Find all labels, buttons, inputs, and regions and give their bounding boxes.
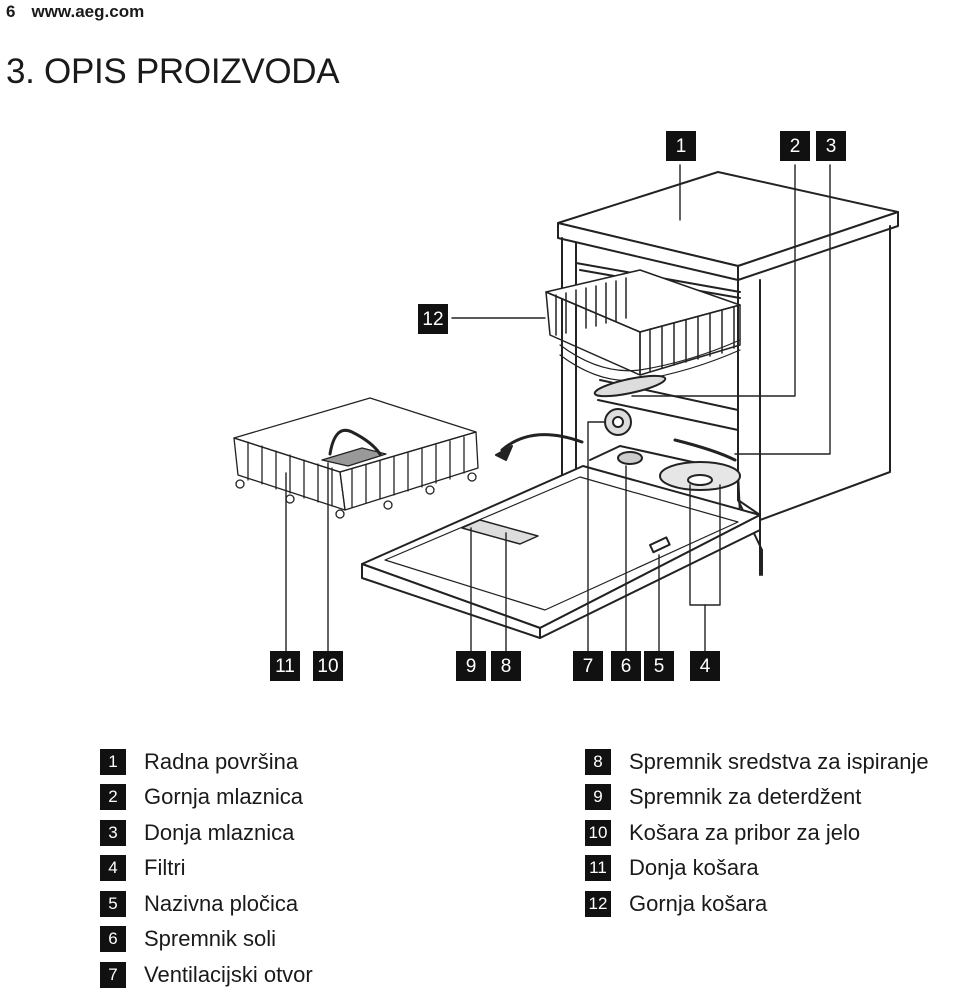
- legend-item: 9 Spremnik za deterdžent: [585, 780, 929, 816]
- lower-basket-shape: [233, 397, 479, 519]
- legend-number: 1: [100, 748, 126, 775]
- legend-label: Ventilacijski otvor: [144, 961, 313, 987]
- legend-label: Radna površina: [144, 748, 299, 774]
- legend-label: Gornja mlaznica: [144, 784, 303, 810]
- leader-lines: [285, 164, 831, 652]
- legend-number: 12: [585, 890, 611, 917]
- legend-number: 8: [585, 748, 611, 775]
- vent-shape: [604, 408, 632, 436]
- legend-right: 8 Spremnik sredstva za ispiranje 9 Spremni…: [585, 744, 929, 922]
- legend-label: Spremnik za deterdžent: [629, 784, 862, 810]
- legend-item: 8 Spremnik sredstva za ispiranje: [585, 744, 929, 780]
- legend-number: 6: [100, 926, 126, 953]
- legend-item: 4 Filtri: [100, 851, 313, 887]
- legend-label: Spremnik sredstva za ispiranje: [629, 748, 929, 774]
- page-header: 6 www.aeg.com: [6, 0, 144, 24]
- site-url[interactable]: www.aeg.com: [31, 2, 145, 21]
- callout-9: 9: [456, 651, 486, 681]
- callout-12: 12: [418, 304, 448, 334]
- legend-number: 2: [100, 784, 126, 811]
- legend-label: Filtri: [144, 855, 186, 881]
- legend-item: 11 Donja košara: [585, 851, 929, 887]
- open-door-shape: [361, 465, 761, 639]
- legend-number: 10: [585, 819, 611, 846]
- legend-label: Nazivna pločica: [144, 890, 299, 916]
- section-title: 3. OPIS PROIZVODA: [6, 52, 340, 91]
- legend-item: 10 Košara za pribor za jelo: [585, 815, 929, 851]
- legend-number: 3: [100, 819, 126, 846]
- dishwasher-illustration: [233, 164, 899, 652]
- legend-number: 5: [100, 890, 126, 917]
- callout-4: 4: [690, 651, 720, 681]
- pull-out-arrow-shape: [500, 433, 584, 452]
- legend-label: Donja košara: [629, 855, 759, 881]
- legend-item: 3 Donja mlaznica: [100, 815, 313, 851]
- callout-6: 6: [611, 651, 641, 681]
- legend-item: 6 Spremnik soli: [100, 922, 313, 958]
- cutlery-basket-shape: [321, 447, 387, 467]
- callout-11: 11: [270, 651, 300, 681]
- callout-10: 10: [313, 651, 343, 681]
- legend-item: 2 Gornja mlaznica: [100, 780, 313, 816]
- callout-2: 2: [780, 131, 810, 161]
- upper-spray-arm-shape: [593, 374, 667, 398]
- arrow-head-shape: [495, 445, 513, 461]
- legend-label: Gornja košara: [629, 890, 768, 916]
- callout-5: 5: [644, 651, 674, 681]
- legend-item: 7 Ventilacijski otvor: [100, 957, 313, 993]
- callout-7: 7: [573, 651, 603, 681]
- callout-1: 1: [666, 131, 696, 161]
- callout-8: 8: [491, 651, 521, 681]
- detergent-dispenser-shape: [461, 519, 539, 545]
- dishwasher-diagram: 1 2 3 12 11 10 9 8 7 6 5 4: [0, 120, 960, 700]
- legend-number: 4: [100, 855, 126, 882]
- legend-item: 5 Nazivna pločica: [100, 886, 313, 922]
- salt-container-shape: [617, 451, 643, 465]
- legend-left: 1 Radna površina 2 Gornja mlaznica 3 Donja …: [100, 744, 313, 993]
- legend-label: Košara za pribor za jelo: [629, 819, 861, 845]
- cabinet-body-shape: [561, 225, 891, 576]
- legend-item: 12 Gornja košara: [585, 886, 929, 922]
- page-number: 6: [6, 2, 16, 21]
- legend-number: 11: [585, 855, 611, 882]
- legend-item: 1 Radna površina: [100, 744, 313, 780]
- legend-label: Spremnik soli: [144, 926, 277, 952]
- rating-plate-shape: [649, 536, 671, 554]
- callout-3: 3: [816, 131, 846, 161]
- legend-number: 7: [100, 961, 126, 988]
- legend-number: 9: [585, 784, 611, 811]
- legend-label: Donja mlaznica: [144, 819, 295, 845]
- worktop-shape: [557, 171, 899, 281]
- tub-floor-shape: [589, 438, 741, 516]
